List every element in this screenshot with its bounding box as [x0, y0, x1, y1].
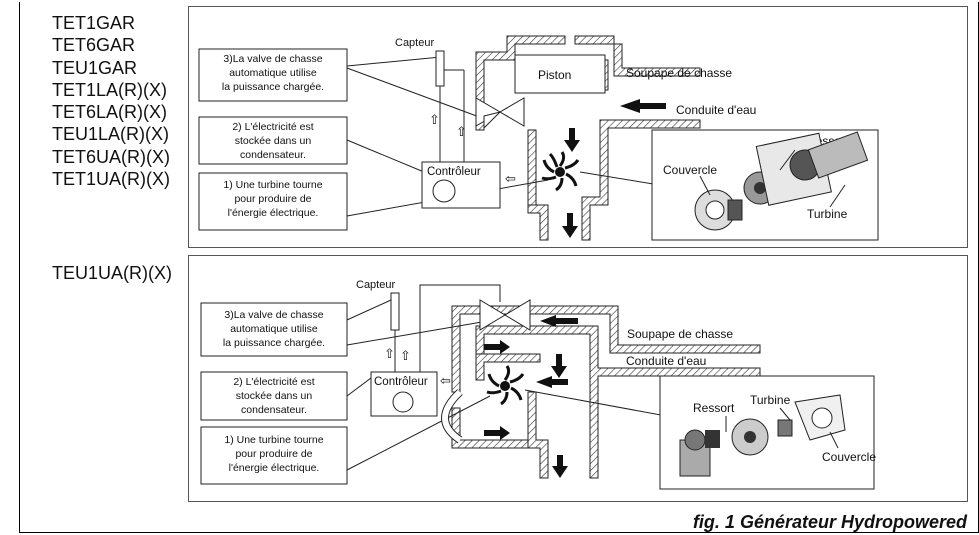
step1-box-bottom: 1) Une turbine tourne pour produire de l…	[200, 426, 348, 485]
step1-line: pour produire de	[235, 448, 312, 460]
piston-block	[514, 54, 606, 94]
step3-line: 3)La valve de chasse	[224, 309, 323, 321]
capteur-label-top: Capteur	[395, 37, 434, 49]
sensor-top	[435, 50, 445, 87]
step3-box-bottom: 3)La valve de chasse automatique utilise…	[200, 302, 348, 357]
step1-box-top: 1) Une turbine tourne pour produire de l…	[198, 172, 348, 231]
piston-label: Piston	[538, 68, 571, 82]
step2-line: condensateur.	[240, 149, 306, 161]
step2-line: condensateur.	[241, 404, 307, 416]
flow-arrow-left	[540, 315, 578, 327]
up-arrow-icon: ⇧	[384, 346, 395, 361]
step3-line: automatique utilise	[229, 67, 317, 79]
step2-box-top: 2) L'électricité est stockée dans un con…	[198, 116, 348, 165]
flow-arrow-down	[551, 354, 567, 378]
controleur-label-top: Contrôleur	[427, 166, 481, 178]
pipe-walls-bottom	[451, 305, 761, 479]
capacitor-icon	[392, 391, 414, 413]
soupape-label-bottom: Soupape de chasse	[627, 327, 733, 341]
step3-line: automatique utilise	[230, 323, 318, 335]
up-arrow-icon: ⇧	[456, 124, 467, 139]
soupape-label-top: Soupape de chasse	[626, 66, 732, 80]
model-name: TET1GAR	[52, 13, 136, 33]
model-name-bottom: TEU1UA(R)(X)	[52, 263, 172, 283]
flow-arrow-down	[562, 213, 578, 238]
step1-line: 1) Une turbine tourne	[223, 179, 322, 191]
couvercle-label-top: Couvercle	[663, 163, 717, 177]
turbine-label-top: Turbine	[807, 207, 848, 221]
flow-arrow-left	[620, 99, 666, 113]
step2-line: stockée dans un	[235, 135, 312, 147]
step3-line: la puissance chargée.	[222, 81, 324, 93]
valve-icon	[475, 97, 525, 130]
flow-arrow-down	[564, 128, 580, 152]
model-name: TET1UA(R)(X)	[52, 169, 170, 190]
ressort-label-bottom: Ressort	[693, 401, 735, 415]
turbine-label-bottom: Turbine	[750, 393, 791, 407]
step3-box-top: 3)La valve de chasse automatique utilise…	[198, 48, 348, 102]
capacitor-icon	[432, 179, 456, 203]
step3-line: 3)La valve de chasse	[223, 53, 322, 65]
conduite-label-top: Conduite d'eau	[676, 103, 756, 117]
model-name: TET6LA(R)(X)	[52, 102, 168, 123]
step1-line: l'énergie électrique.	[229, 462, 320, 474]
step3-line: la puissance chargée.	[223, 337, 325, 349]
capteur-label-bottom: Capteur	[356, 279, 395, 291]
model-name: TET6GAR	[52, 35, 136, 56]
left-arrow-icon: ⇦	[440, 373, 451, 388]
step1-line: 1) Une turbine tourne	[224, 434, 323, 446]
conduite-label-bottom: Conduite d'eau	[626, 354, 706, 368]
up-arrow-icon: ⇧	[400, 348, 411, 363]
up-arrow-icon: ⇧	[429, 112, 440, 127]
left-arrow-icon: ⇦	[505, 171, 516, 186]
model-name: TEU1LA(R)(X)	[52, 124, 170, 145]
valve-icon-bottom	[479, 299, 531, 331]
model-name: TET6UA(R)(X)	[52, 146, 170, 167]
flow-arrow-right	[484, 426, 510, 440]
sensor-bottom	[390, 292, 400, 331]
turbine-icon-bottom	[486, 365, 525, 406]
generator-parts-top	[694, 131, 869, 231]
step1-line: l'énergie électrique.	[228, 207, 319, 219]
figure-caption: fig. 1 Générateur Hydropowered	[692, 512, 967, 532]
step1-line: pour produire de	[234, 193, 311, 205]
flow-arrow-down	[552, 455, 568, 478]
couvercle-label-bottom: Couvercle	[822, 450, 876, 464]
model-name: TET1LA(R)(X)	[52, 79, 168, 100]
controleur-label-bottom: Contrôleur	[374, 376, 428, 388]
flow-arrow-right	[484, 340, 510, 354]
model-list-top: TET1GAR TET6GAR TEU1GAR TET1LA(R)(X) TET…	[52, 12, 170, 190]
step2-box-bottom: 2) L'électricité est stockée dans un con…	[200, 371, 348, 421]
step2-line: 2) L'électricité est	[232, 121, 313, 133]
step2-line: stockée dans un	[236, 390, 313, 402]
model-name: TEU1GAR	[52, 57, 138, 78]
turbine-icon-top	[541, 151, 580, 192]
flow-arrow-left	[536, 376, 568, 388]
step2-line: 2) L'électricité est	[233, 376, 314, 388]
generator-parts-bottom	[679, 394, 846, 477]
